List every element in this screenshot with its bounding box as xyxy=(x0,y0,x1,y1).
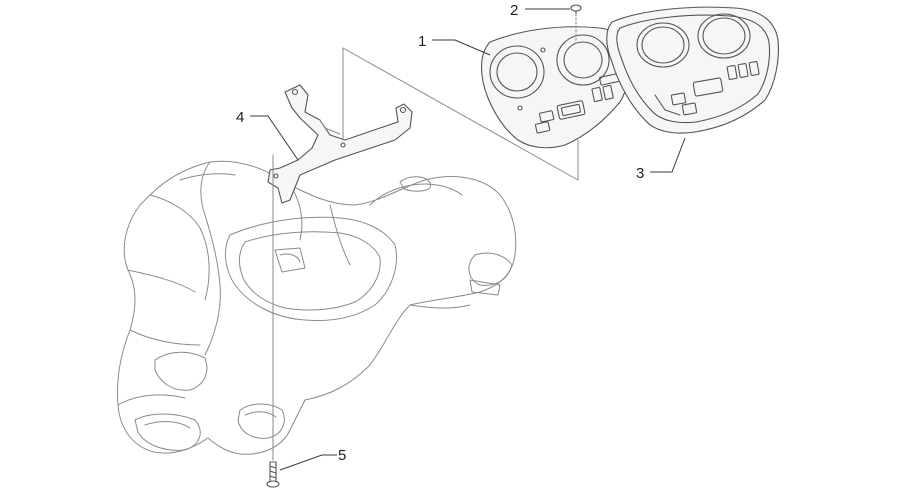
callout-leaders xyxy=(250,8,686,471)
callout-label-2: 2 xyxy=(510,2,518,19)
callout-label-1: 1 xyxy=(418,33,426,50)
screw-part-5 xyxy=(266,154,280,488)
assembly-guide-lines xyxy=(342,47,579,181)
screw-part-2 xyxy=(570,4,582,43)
callout-label-5: 5 xyxy=(338,447,346,464)
callout-label-3: 3 xyxy=(636,165,644,182)
instrument-panel-frame xyxy=(606,6,779,134)
handlebar-cover xyxy=(117,160,517,455)
callout-label-4: 4 xyxy=(236,109,244,126)
mounting-bracket xyxy=(267,84,413,204)
instrument-panel-cover xyxy=(480,26,630,149)
